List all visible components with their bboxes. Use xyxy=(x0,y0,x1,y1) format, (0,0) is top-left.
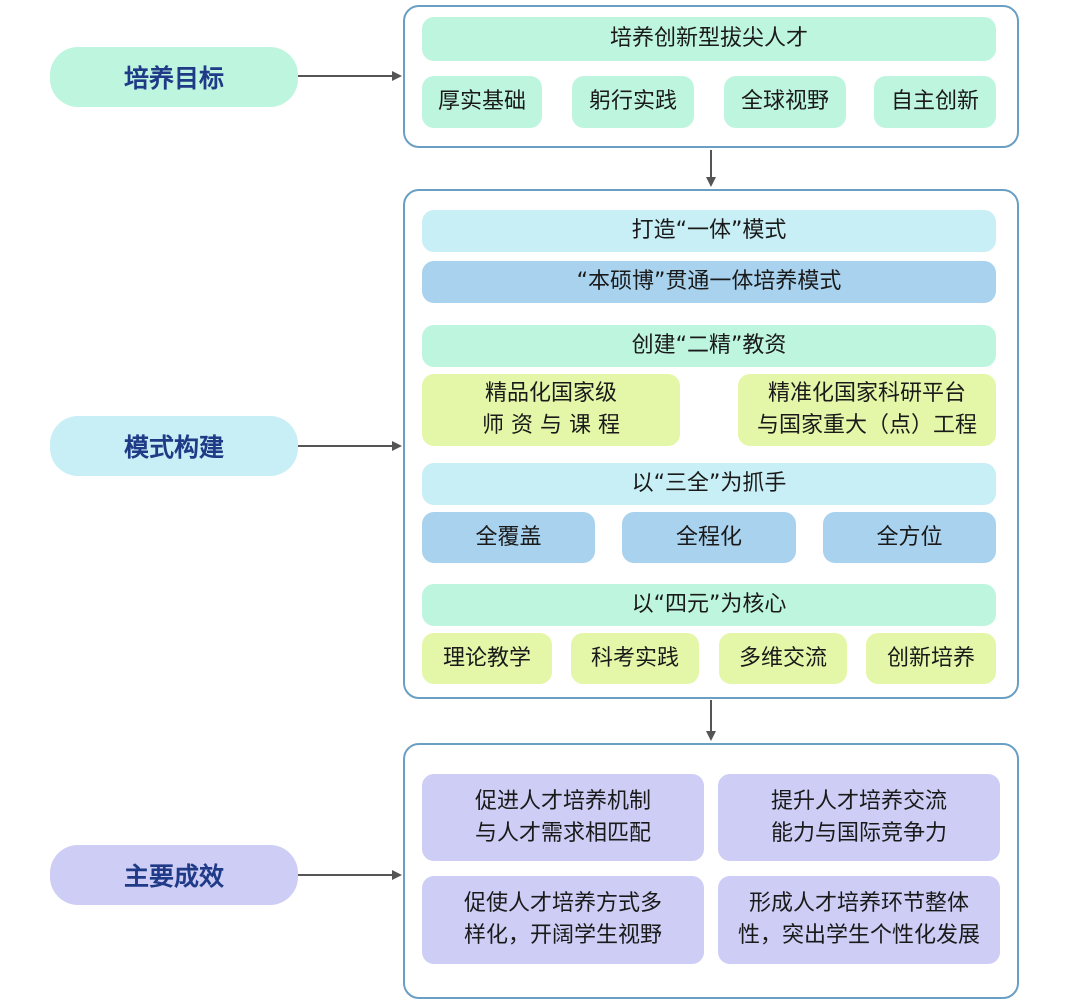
four-item: 多维交流 xyxy=(719,633,847,684)
excellence-title: 创建“二精”教资 xyxy=(422,325,996,367)
three-item: 全程化 xyxy=(622,512,796,563)
three-item: 全方位 xyxy=(823,512,996,563)
four-item: 理论教学 xyxy=(422,633,552,684)
goal-item: 全球视野 xyxy=(724,76,846,128)
four-item: 创新培养 xyxy=(866,633,996,684)
effect-item: 促进人才培养机制 与人才需求相匹配 xyxy=(422,774,704,861)
four-item: 科考实践 xyxy=(571,633,699,684)
side-label-model: 模式构建 xyxy=(50,416,298,476)
side-label-effects: 主要成效 xyxy=(50,845,298,905)
excellence-item-faculty: 精品化国家级 师 资 与 课 程 xyxy=(422,374,680,446)
goal-title: 培养创新型拔尖人才 xyxy=(422,17,996,61)
integration-desc: “本硕博”贯通一体培养模式 xyxy=(422,261,996,303)
goal-item: 厚实基础 xyxy=(422,76,542,128)
effect-item: 提升人才培养交流 能力与国际竞争力 xyxy=(718,774,1000,861)
goal-item: 躬行实践 xyxy=(572,76,694,128)
excellence-item-platform: 精准化国家科研平台 与国家重大（点）工程 xyxy=(738,374,996,446)
side-label-goal: 培养目标 xyxy=(50,47,298,107)
four-title: 以“四元”为核心 xyxy=(422,584,996,626)
three-title: 以“三全”为抓手 xyxy=(422,463,996,505)
goal-item: 自主创新 xyxy=(874,76,996,128)
integration-title: 打造“一体”模式 xyxy=(422,210,996,252)
effect-item: 促使人才培养方式多 样化，开阔学生视野 xyxy=(422,876,704,964)
three-item: 全覆盖 xyxy=(422,512,595,563)
effect-item: 形成人才培养环节整体 性，突出学生个性化发展 xyxy=(718,876,1000,964)
